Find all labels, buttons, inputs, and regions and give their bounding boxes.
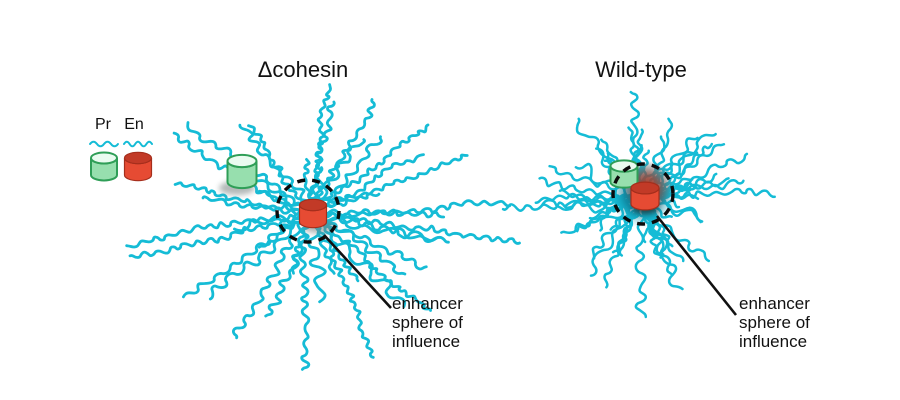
annotation-leader-line [655,215,738,316]
legend-label-promoter: Pr [95,116,111,133]
enhancer-cylinder [298,198,328,229]
legend-enhancer-cylinder-icon [123,151,153,182]
promoter-dna-squiggle-icon [89,140,119,148]
legend-icons [89,140,153,182]
panel-title-delta-cohesin: Δcohesin [257,57,349,82]
annotation-enhancer-sphere-wild-type: enhancer sphere of influence [739,294,810,352]
enhancer-sphere-dashed-circle [611,162,675,226]
annotation-leader-line [323,234,392,309]
annotation-enhancer-sphere-delta-cohesin: enhancer sphere of influence [392,294,463,352]
legend-label-enhancer: En [124,116,144,133]
enhancer-sphere-dashed-circle [275,178,341,244]
enhancer-cylinder [630,181,660,211]
markers-wild-type [609,159,738,316]
promoter-cylinder [226,153,258,190]
enhancer-dna-squiggle-icon [123,140,153,148]
promoter-cylinder [609,159,639,189]
markers-delta-cohesin [219,153,392,309]
panel-title-wild-type: Wild-type [595,57,687,82]
legend-promoter-cylinder-icon [90,151,118,182]
